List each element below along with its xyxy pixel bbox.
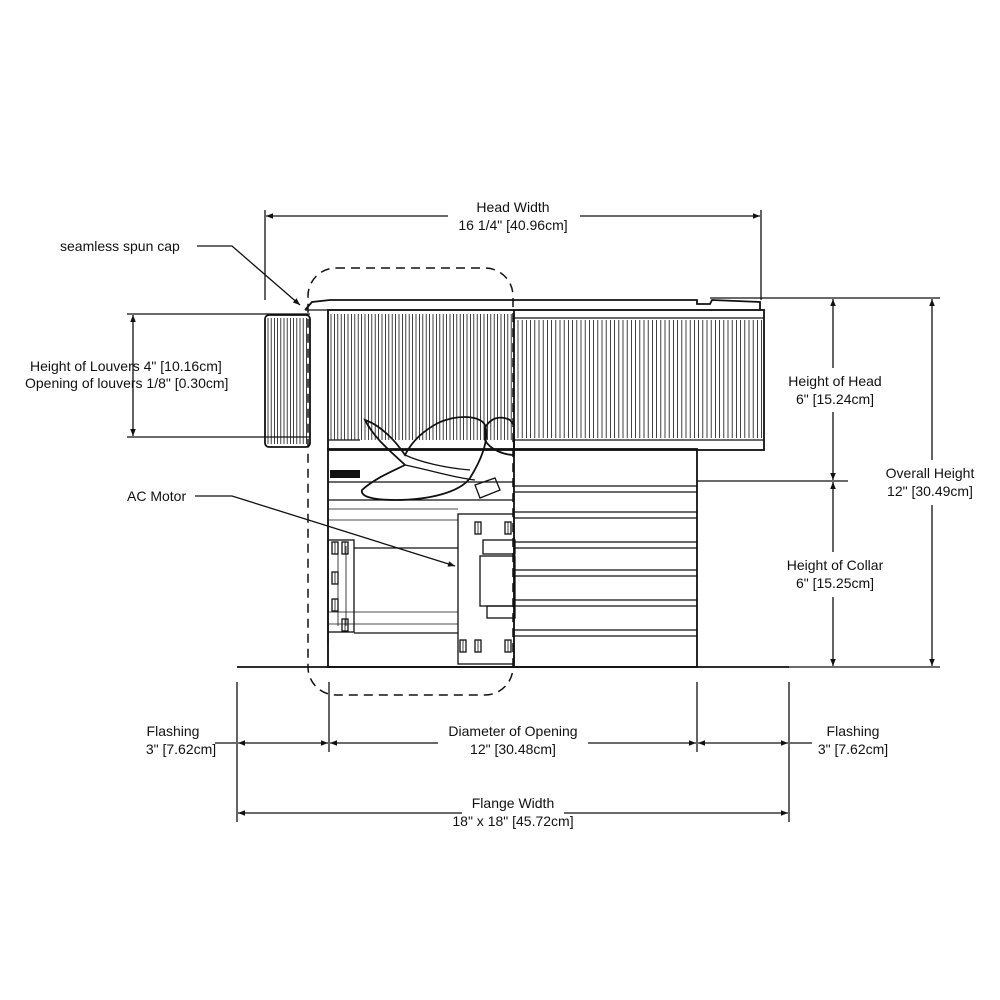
collar-height-label: Height of Collar [787,557,884,573]
collar-height-value: 6" [15.25cm] [796,575,874,591]
spun-cap [304,299,761,311]
overall-height-label: Overall Height [886,465,975,481]
head-height-label: Height of Head [788,373,881,389]
ac-motor-label: AC Motor [127,488,186,504]
louvers-height-label: Height of Louvers 4" [10.16cm] [30,358,222,374]
flashing-right-value: 3" [7.62cm] [818,741,888,757]
diameter-opening-value: 12" [30.48cm] [470,741,556,757]
labels: Head Width 16 1/4" [40.96cm] seamless sp… [25,199,974,829]
louvers-opening-label: Opening of louvers 1/8" [0.30cm] [25,375,228,391]
bracket-bolts [331,521,512,653]
head-width-value: 16 1/4" [40.96cm] [458,217,567,233]
flashing-left-value: 3" [7.62cm] [146,741,216,757]
collar-bands [328,485,697,637]
diameter-opening-label: Diameter of Opening [448,723,577,739]
motor-mount [327,513,516,665]
dimensions [127,210,940,822]
flashing-right-label: Flashing [827,723,880,739]
fan-blades [361,416,515,501]
flange-width-label: Flange Width [472,795,554,811]
vent-drawing [237,267,789,696]
head-height-value: 6" [15.24cm] [796,391,874,407]
hub-band [330,470,360,478]
louvers [267,314,762,444]
turbine-head [264,299,765,667]
flange-width-value: 18" x 18" [45.72cm] [452,813,573,829]
seamless-cap-label: seamless spun cap [60,238,180,254]
head-width-label: Head Width [476,199,549,215]
flashing-left-label: Flashing [147,723,200,739]
cutaway-outline [307,267,514,696]
overall-height-value: 12" [30.49cm] [887,483,973,499]
